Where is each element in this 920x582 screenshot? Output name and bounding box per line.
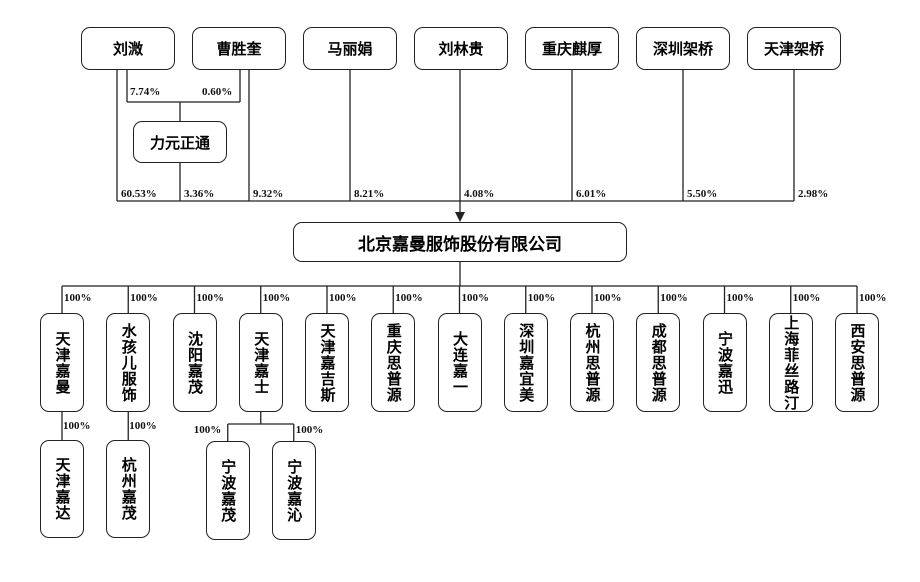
subsidiary-pct: 100% [859,292,887,304]
subsidiary-pct: 100% [395,292,423,304]
sub-subsidiary-box: 杭州嘉茂 [106,440,151,538]
pct-liu-to-liyuan: 7.74% [130,86,161,98]
subsidiary-pct: 100% [262,292,291,304]
sub-subsidiary-pct: 100% [63,420,91,432]
subsidiary-pct: 100% [792,292,821,304]
subsidiary-box: 重庆思普源 [371,313,416,412]
company-box: 北京嘉曼服饰股份有限公司 [293,222,627,262]
subsidiary-pct: 100% [527,292,556,304]
shareholder-pct: 5.50% [687,188,718,200]
shareholder-pct: 6.01% [576,188,607,200]
subsidiary-pct: 100% [329,292,357,304]
subsidiary-box: 大连嘉一 [437,313,482,412]
subsidiary-pct: 100% [594,292,622,304]
sub-subsidiary-box: 宁波嘉茂 [205,441,250,540]
subsidiary-pct: 100% [660,292,688,304]
sub-subsidiary-box: 天津嘉达 [40,440,84,538]
shareholder-box: 曹胜奎 [192,27,286,70]
shareholder-box: 刘溦 [81,27,175,70]
arrow-icon [455,212,465,222]
pct-cao-to-liyuan: 0.60% [202,86,233,98]
intermediate-box: 力元正通 [133,121,227,163]
shareholder-pct: 9.32% [253,188,284,200]
subsidiary-box: 天津嘉士 [238,313,283,412]
sub-subsidiary-box: 宁波嘉沁 [271,441,316,540]
subsidiary-pct: 100% [64,292,92,304]
subsidiary-box: 成都思普源 [636,313,681,412]
sub-subsidiary-pct: 100% [193,424,222,436]
sub-subsidiary-pct: 100% [129,420,157,432]
subsidiary-box: 杭州思普源 [570,313,614,412]
subsidiary-box: 沈阳嘉茂 [172,313,217,412]
subsidiary-box: 天津嘉吉斯 [305,313,349,412]
subsidiary-box: 宁波嘉迅 [702,313,747,412]
subsidiary-pct: 100% [461,292,490,304]
sub-subsidiary-pct: 100% [295,424,324,436]
shareholder-pct: 8.21% [354,188,385,200]
shareholder-box: 深圳架桥 [636,27,730,70]
subsidiary-box: 水孩儿服饰 [106,313,151,412]
shareholder-box: 重庆麒厚 [525,27,619,70]
subsidiary-box: 西安思普源 [835,313,879,412]
shareholder-box: 刘林贵 [414,27,508,70]
shareholder-pct: 2.98% [798,188,829,200]
subsidiary-box: 上海菲丝路汀 [768,313,813,412]
shareholder-pct: 60.53% [121,188,157,200]
pct-liyuan: 3.36% [184,188,215,200]
subsidiary-pct: 100% [726,292,755,304]
shareholder-box: 天津架桥 [747,27,841,70]
subsidiary-box: 天津嘉曼 [40,313,84,412]
subsidiary-pct: 100% [196,292,225,304]
subsidiary-pct: 100% [130,292,158,304]
shareholder-box: 马丽娟 [303,27,397,70]
subsidiary-box: 深圳嘉宜美 [503,313,548,412]
shareholder-pct: 4.08% [464,188,495,200]
